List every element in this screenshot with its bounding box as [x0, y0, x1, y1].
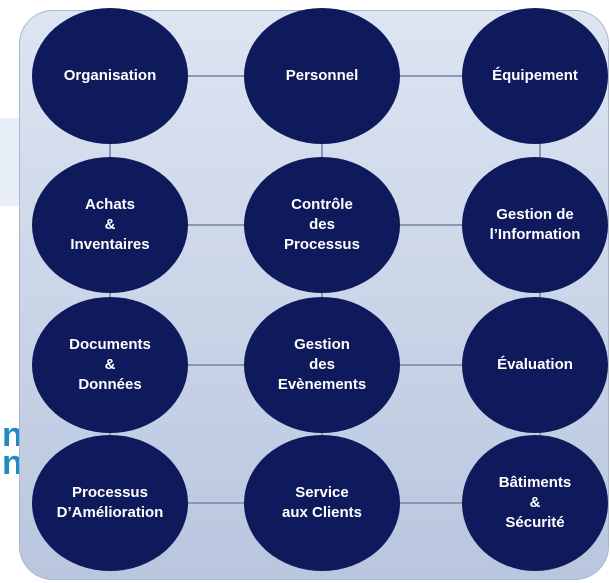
- node-label: Organisation: [63, 67, 157, 84]
- node-label: Gestion de l’Information: [489, 206, 581, 243]
- node-evaluation: Évaluation: [462, 297, 608, 433]
- node-documents-donnees: Documents & Données: [32, 297, 188, 433]
- node-label: Service aux Clients: [281, 484, 363, 521]
- node-organisation: Organisation: [32, 8, 188, 144]
- node-label: Documents & Données: [69, 336, 151, 393]
- node-label: Bâtiments & Sécurité: [498, 474, 572, 531]
- node-label: Contrôle des Processus: [284, 196, 360, 253]
- background-letter: n: [2, 416, 23, 454]
- node-batiments-securite: Bâtiments & Sécurité: [462, 435, 608, 571]
- background-text-fragment: n n: [2, 416, 23, 482]
- background-letter: n: [2, 444, 23, 482]
- node-gestion-information: Gestion de l’Information: [462, 157, 608, 293]
- node-label: Gestion des Evènements: [277, 336, 367, 393]
- node-achats-inventaires: Achats & Inventaires: [32, 157, 188, 293]
- node-service-clients: Service aux Clients: [244, 435, 400, 571]
- node-label: Personnel: [285, 67, 359, 84]
- node-label: Équipement: [492, 67, 578, 84]
- node-equipement: Équipement: [462, 8, 608, 144]
- node-label: Processus D’Amélioration: [56, 484, 164, 521]
- node-controle-processus: Contrôle des Processus: [244, 157, 400, 293]
- node-processus-amelioration: Processus D’Amélioration: [32, 435, 188, 571]
- node-gestion-evenements: Gestion des Evènements: [244, 297, 400, 433]
- node-label: Achats & Inventaires: [70, 196, 150, 253]
- node-label: Évaluation: [497, 356, 573, 373]
- node-personnel: Personnel: [244, 8, 400, 144]
